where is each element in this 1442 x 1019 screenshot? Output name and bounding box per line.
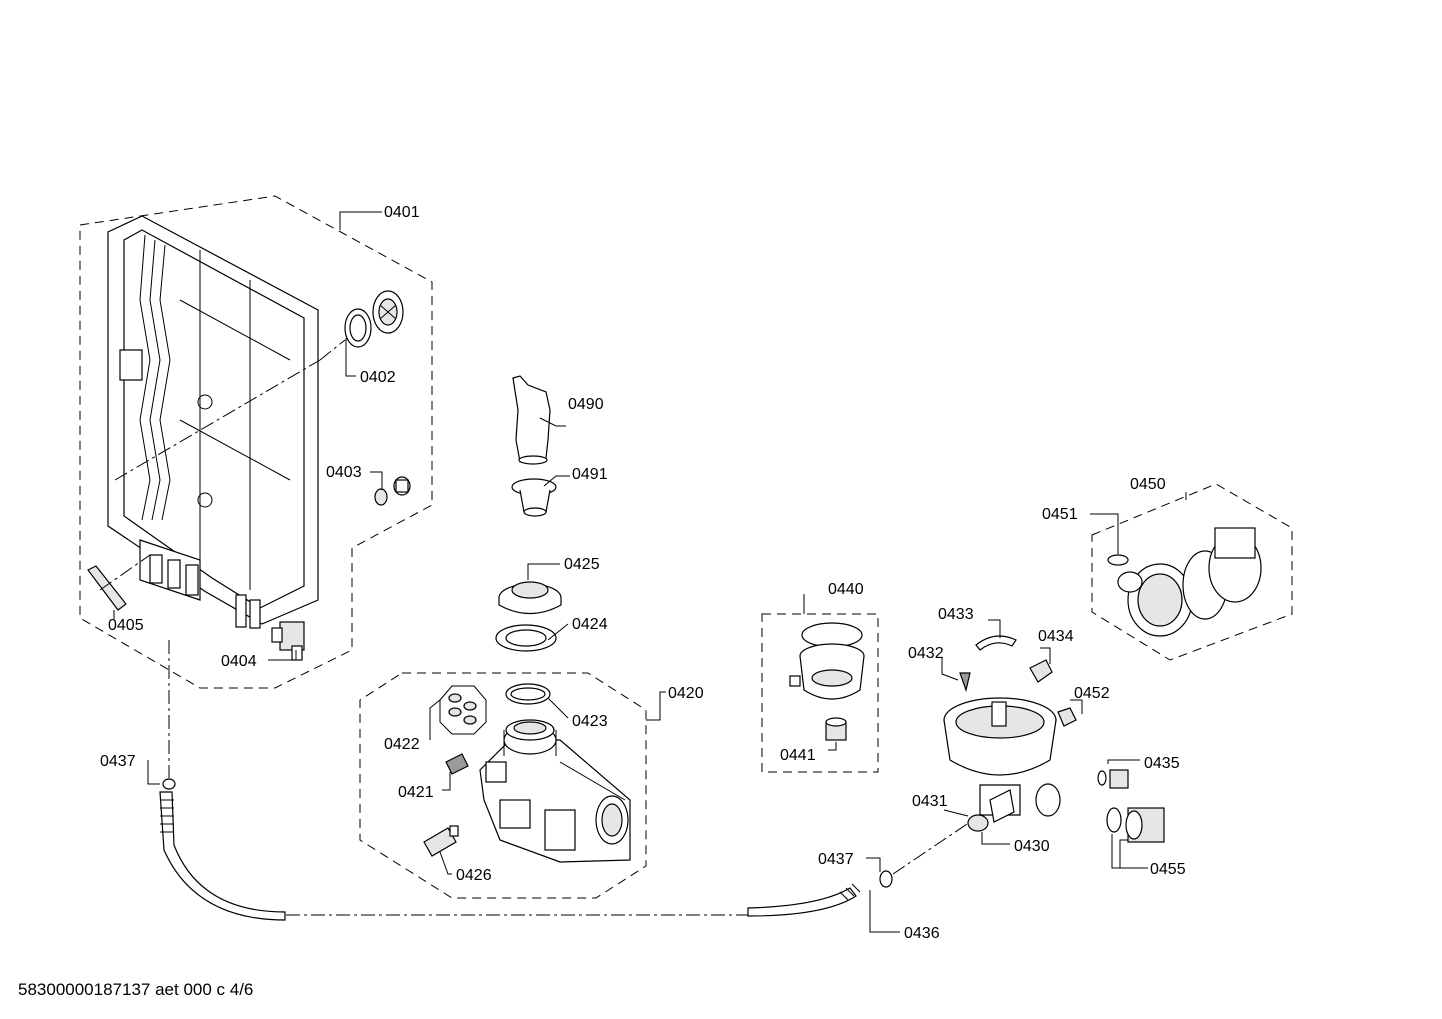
- label-0424: 0424: [572, 616, 608, 633]
- part-0421-clip: [445, 753, 469, 775]
- label-0404: 0404: [221, 653, 257, 670]
- part-0423-gasket: [505, 683, 551, 705]
- part-0433-bracket: [975, 635, 1017, 651]
- label-0437-left: 0437: [100, 753, 136, 770]
- label-0422: 0422: [384, 736, 420, 753]
- part-0403-fitting: [374, 476, 411, 506]
- part-0405-clip: [87, 565, 127, 611]
- drawing-reference-number: 58300000187137 aet 000 c 4/6: [18, 980, 254, 999]
- part-0420-sump-housing: [479, 719, 631, 863]
- part-0450-heat-pump: [1117, 527, 1262, 637]
- part-0455-pump: [1106, 807, 1165, 843]
- label-0425: 0425: [564, 556, 600, 573]
- part-0452-clip: [1057, 707, 1077, 727]
- part-0491-cap: [511, 478, 557, 517]
- label-0405: 0405: [108, 617, 144, 634]
- label-0426: 0426: [456, 867, 492, 884]
- part-0432-screw: [959, 672, 971, 693]
- label-0430: 0430: [1014, 838, 1050, 855]
- label-0491: 0491: [572, 466, 608, 483]
- part-0451-clamp: [1107, 554, 1129, 566]
- label-0423: 0423: [572, 713, 608, 730]
- label-0433: 0433: [938, 606, 974, 623]
- label-0403: 0403: [326, 464, 362, 481]
- part-0431-nut: [967, 814, 989, 832]
- group-0401-boundary: [79, 195, 433, 689]
- label-0437-right: 0437: [818, 851, 854, 868]
- part-0435-valve: [1097, 769, 1129, 789]
- group-0450-boundary: [1091, 483, 1293, 661]
- drain-hose: [159, 778, 893, 921]
- label-0441: 0441: [780, 747, 816, 764]
- part-0441-impeller: [825, 717, 847, 741]
- part-0434-clip: [1029, 659, 1053, 683]
- part-0402-seal-nut: [344, 290, 404, 348]
- part-0426-sensor: [423, 825, 459, 857]
- part-0490-funnel: [512, 375, 551, 465]
- label-0435: 0435: [1144, 755, 1180, 772]
- label-0490: 0490: [568, 396, 604, 413]
- label-0434: 0434: [1038, 628, 1074, 645]
- part-0404-valve: [271, 621, 305, 661]
- label-0451: 0451: [1042, 506, 1078, 523]
- group-0420-boundary: [359, 672, 647, 899]
- part-0430-pump-housing: [943, 697, 1061, 823]
- label-0440: 0440: [828, 581, 864, 598]
- label-0431: 0431: [912, 793, 948, 810]
- group-0440-boundary: [761, 613, 879, 773]
- part-0425-cover: [498, 581, 562, 614]
- label-0455: 0455: [1150, 861, 1186, 878]
- label-0401: 0401: [384, 204, 420, 221]
- label-0420: 0420: [668, 685, 704, 702]
- label-0436: 0436: [904, 925, 940, 942]
- label-0402: 0402: [360, 369, 396, 386]
- leader-lines: [113, 211, 1187, 933]
- label-0450: 0450: [1130, 476, 1166, 493]
- inner-door-panel: [107, 215, 346, 629]
- part-0424-ring: [495, 624, 557, 652]
- label-0432: 0432: [908, 645, 944, 662]
- part-0422-seal-set: [439, 685, 487, 735]
- label-0421: 0421: [398, 784, 434, 801]
- part-0440-pump-base: [789, 622, 865, 700]
- label-0452: 0452: [1074, 685, 1110, 702]
